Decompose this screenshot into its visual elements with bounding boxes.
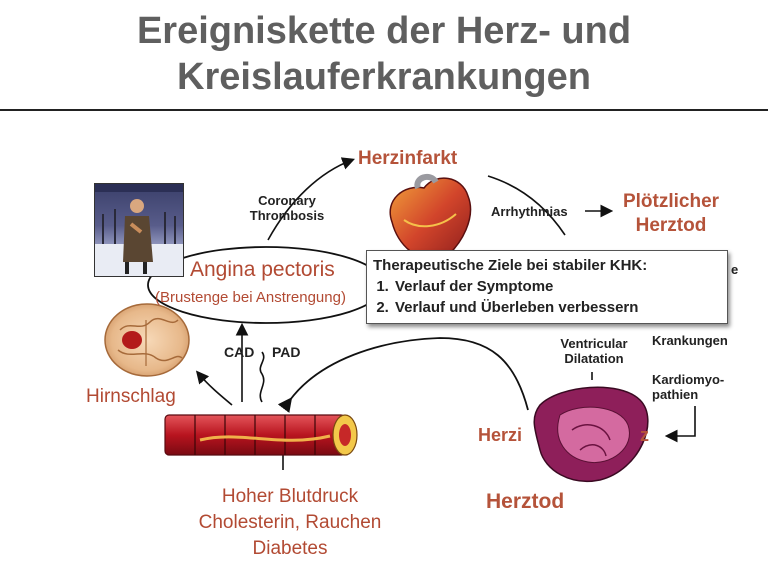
- angina-patient-photo: [94, 183, 184, 277]
- arrow-kardio: [664, 406, 696, 443]
- coronary-line1: Coronary: [258, 193, 316, 208]
- node-herztod: Herztod: [486, 490, 565, 513]
- artery-illustration: [164, 414, 358, 456]
- callout-item-2: Verlauf und Überleben verbessern: [393, 297, 721, 318]
- risk-line1: Hoher Blutdruck: [221, 486, 359, 507]
- ventricular-line1: Ventricular: [560, 336, 628, 351]
- node-ventricular-dilatation: Ventricular Dilatation: [548, 336, 640, 366]
- title-divider: [0, 109, 768, 111]
- node-herzinfarkt: Herzinfarkt: [358, 148, 458, 169]
- dilated-heart-illustration: [533, 386, 649, 482]
- node-kardiomyopathien: Kardiomyo- pathien: [652, 372, 724, 402]
- coronary-line2: Thrombosis: [249, 208, 325, 223]
- node-pad: PAD: [272, 344, 301, 360]
- node-cad: CAD: [224, 344, 255, 360]
- kardio-line1: Kardiomyo-: [652, 372, 725, 387]
- arrow-to-hirnschlag: [195, 370, 233, 406]
- arrow-pad-wiggle: [259, 351, 265, 403]
- ventricular-line2: Dilatation: [564, 351, 624, 366]
- risk-line3: Diabetes: [252, 538, 328, 559]
- ploetzlicher-line2: Herztod: [635, 215, 707, 236]
- callout-item-1: Verlauf der Symptome: [393, 276, 721, 297]
- node-hirnschlag: Hirnschlag: [86, 386, 176, 407]
- kardio-line2: pathien: [652, 387, 699, 402]
- risk-line2: Cholesterin, Rauchen: [198, 512, 382, 533]
- node-krankungen: Krankungen: [652, 333, 728, 348]
- brain-illustration: [104, 303, 190, 377]
- node-risk-factors: Hoher Blutdruck Cholesterin, Rauchen Dia…: [190, 484, 390, 562]
- node-angina-pectoris: Angina pectoris: [190, 258, 335, 281]
- node-herzi-left: Herzi: [478, 425, 523, 445]
- slide-title-line1: Ereigniskette der Herz- und: [136, 10, 632, 52]
- cycle-arc-bottom: [277, 337, 529, 413]
- slide-title-line2: Kreislauferkrankungen: [177, 56, 591, 98]
- node-angina-subtitle: (Brustenge bei Anstrengung): [155, 289, 346, 306]
- cycle-arc-top-right: [487, 175, 566, 236]
- cycle-arc-top-left: [267, 157, 355, 241]
- node-coronary-thrombosis: Coronary Thrombosis: [242, 193, 332, 223]
- angina-patient-figure: [95, 184, 183, 276]
- node-ploetzlicher-herztod: Plötzlicher Herztod: [606, 190, 736, 238]
- callout-heading: Therapeutische Ziele bei stabiler KHK:: [373, 257, 648, 274]
- node-arrhythmias: Arrhythmias: [491, 204, 568, 219]
- therapy-goals-callout: Therapeutische Ziele bei stabiler KHK: V…: [366, 250, 728, 324]
- node-herzi-right: z: [640, 425, 649, 445]
- ploetzlicher-line1: Plötzlicher: [622, 191, 720, 212]
- node-edge-e: e: [731, 262, 739, 277]
- callout-list: Verlauf der Symptome Verlauf und Überleb…: [373, 276, 721, 318]
- slide-title: Ereigniskette der Herz- und Kreislauferk…: [0, 8, 768, 100]
